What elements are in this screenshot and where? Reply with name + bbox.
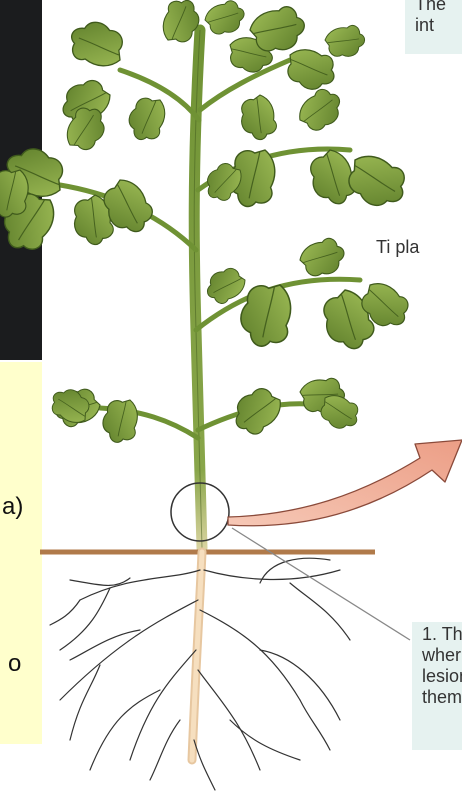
top-note-line-1: The — [415, 0, 462, 15]
bottom-note-line-2: wher — [422, 645, 462, 666]
ti-plasmid-label: Ti pla — [376, 237, 419, 258]
bottom-note-line-3: lesion — [422, 666, 462, 687]
pointer-line — [232, 528, 410, 640]
bottom-note-box: 1. The wher lesion them — [412, 622, 462, 750]
bottom-note-line-1: 1. The — [422, 624, 462, 645]
top-note-line-2: int — [415, 15, 462, 36]
plant-roots — [50, 552, 350, 790]
zoom-arrow — [228, 440, 462, 526]
plant-leaves — [0, 0, 415, 445]
top-note-box: The int — [405, 0, 462, 54]
bottom-note-line-4: them — [422, 687, 462, 708]
